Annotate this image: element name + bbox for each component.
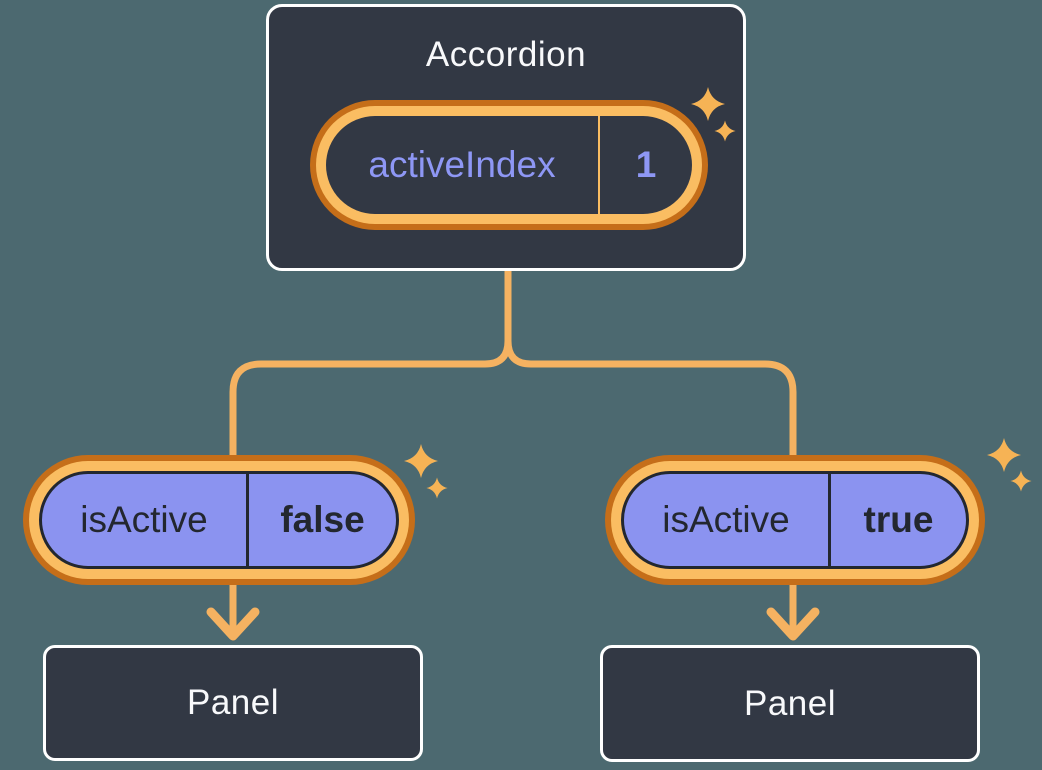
down-arrow-icon — [766, 607, 820, 641]
pill-divider — [246, 474, 249, 566]
prop-pill-name: isActive — [662, 499, 790, 540]
state-pill-ring: activeIndex 1 — [316, 106, 702, 224]
sparkle-icon — [404, 444, 438, 478]
sparkle-icon — [426, 477, 448, 499]
prop-pill-ring: isActive true — [611, 461, 979, 579]
pill-divider — [828, 474, 831, 566]
prop-pill-ring: isActive false — [29, 461, 409, 579]
prop-pill-body: isActive false — [39, 471, 399, 569]
branch-line-left — [229, 271, 512, 470]
accordion-title: Accordion — [425, 35, 587, 74]
prop-pill-value: true — [863, 499, 934, 540]
sparkle-icon — [1010, 470, 1032, 492]
state-pill-name: activeIndex — [368, 144, 556, 185]
state-pill-value: 1 — [635, 144, 657, 185]
panel-box: Panel — [600, 645, 980, 762]
down-arrow-icon — [206, 607, 260, 641]
sparkle-icon — [987, 438, 1021, 472]
prop-pill: isActive true — [605, 455, 985, 585]
prop-pill: isActive false — [23, 455, 415, 585]
branch-line-right — [504, 271, 797, 470]
prop-pill-name: isActive — [80, 499, 208, 540]
panel-label: Panel — [186, 683, 280, 722]
state-pill: activeIndex 1 — [310, 100, 708, 230]
pill-divider — [598, 116, 600, 214]
state-pill-body: activeIndex 1 — [326, 116, 692, 214]
prop-pill-body: isActive true — [621, 471, 969, 569]
panel-label: Panel — [743, 683, 837, 723]
panel-box: Panel — [43, 645, 423, 761]
prop-pill-value: false — [280, 499, 365, 540]
